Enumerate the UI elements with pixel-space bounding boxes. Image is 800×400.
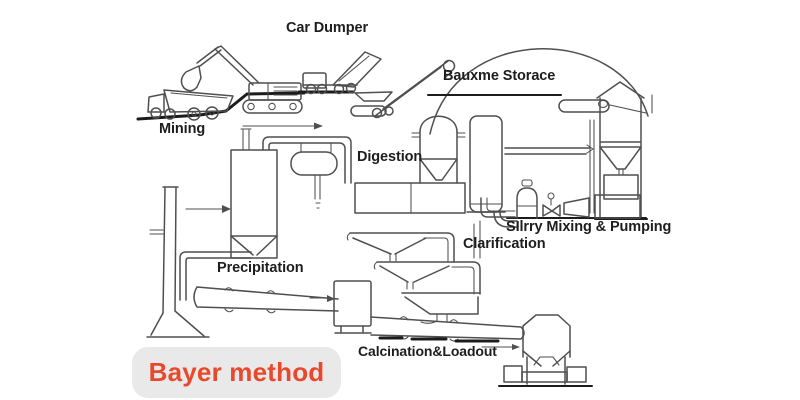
label-bauxite-storage: Bauxme Storace: [443, 68, 556, 84]
label-precipitation: Precipitation: [217, 260, 304, 276]
precipitation-tank-icon: [179, 149, 278, 301]
rotary-kiln-icon: [193, 280, 525, 350]
label-slurry-mixing: SIlrry Mixing & Pumping: [506, 219, 672, 235]
bauxite-storage-dome-icon: [427, 48, 653, 135]
loadout-silo-icon: [498, 314, 593, 387]
heat-exchanger-piping-icon: [240, 128, 352, 209]
flow-arrow-icon: [242, 122, 323, 130]
bayer-method-badge-label: Bayer method: [148, 357, 325, 387]
bayer-method-badge: Bayer method: [132, 347, 341, 398]
clarifier-funnels-icon: [346, 220, 481, 324]
storage-silo-icon: [586, 81, 648, 220]
label-digestion: Digestion: [357, 149, 423, 165]
car-dumper-truck-icon: [297, 51, 394, 117]
mining-excavator-truck-icon: [136, 45, 306, 121]
standpipe-icon: [146, 186, 210, 338]
label-calcination-loadout: Calcination&Loadout: [358, 343, 497, 359]
label-clarification: Clarification: [463, 236, 546, 252]
label-mining: Mining: [159, 121, 206, 137]
digestion-vessels-icon: [354, 115, 591, 228]
label-car-dumper: Car Dumper: [286, 20, 368, 36]
inclined-conveyor-icon: [371, 59, 456, 119]
slurry-mixing-pumps-icon: [480, 179, 647, 219]
